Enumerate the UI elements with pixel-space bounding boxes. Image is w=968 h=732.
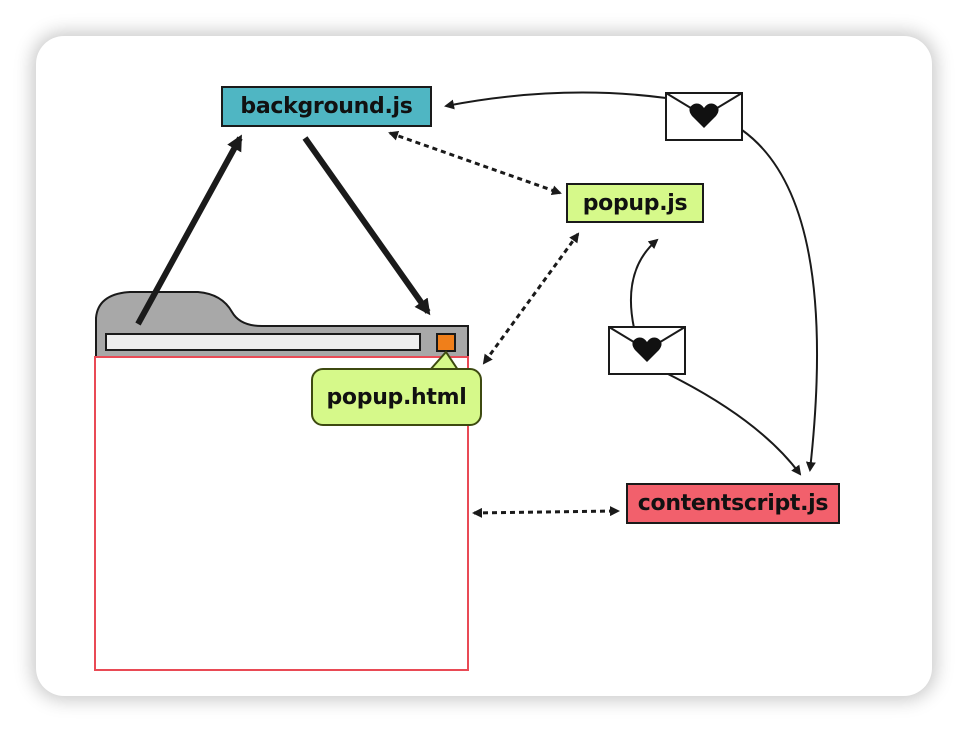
contentscript-js-node: contentscript.js xyxy=(626,483,840,524)
message-path-envelope-to-contentscript xyxy=(667,373,802,476)
envelope-heart-icon xyxy=(665,92,743,141)
dotted-arrow-background-popupjs xyxy=(388,130,562,196)
background-js-node: background.js xyxy=(221,86,432,127)
message-path-to-background xyxy=(444,91,667,110)
dotted-arrow-page-contentscript xyxy=(472,506,620,518)
browser-window-icon xyxy=(94,291,469,671)
popup-html-bubble: popup.html xyxy=(311,368,482,426)
extension-button-icon[interactable] xyxy=(436,333,456,352)
message-path-to-popupjs xyxy=(629,238,659,329)
arrow-background-to-extension xyxy=(302,136,431,316)
message-path-contentscript-to-envelope xyxy=(741,129,818,472)
envelope-heart-icon xyxy=(608,326,686,375)
dotted-arrow-popupjs-popuphtml xyxy=(482,232,580,365)
arrow-browser-to-background xyxy=(135,134,243,326)
browser-address-bar xyxy=(105,333,421,351)
popup-js-node: popup.js xyxy=(566,183,704,223)
